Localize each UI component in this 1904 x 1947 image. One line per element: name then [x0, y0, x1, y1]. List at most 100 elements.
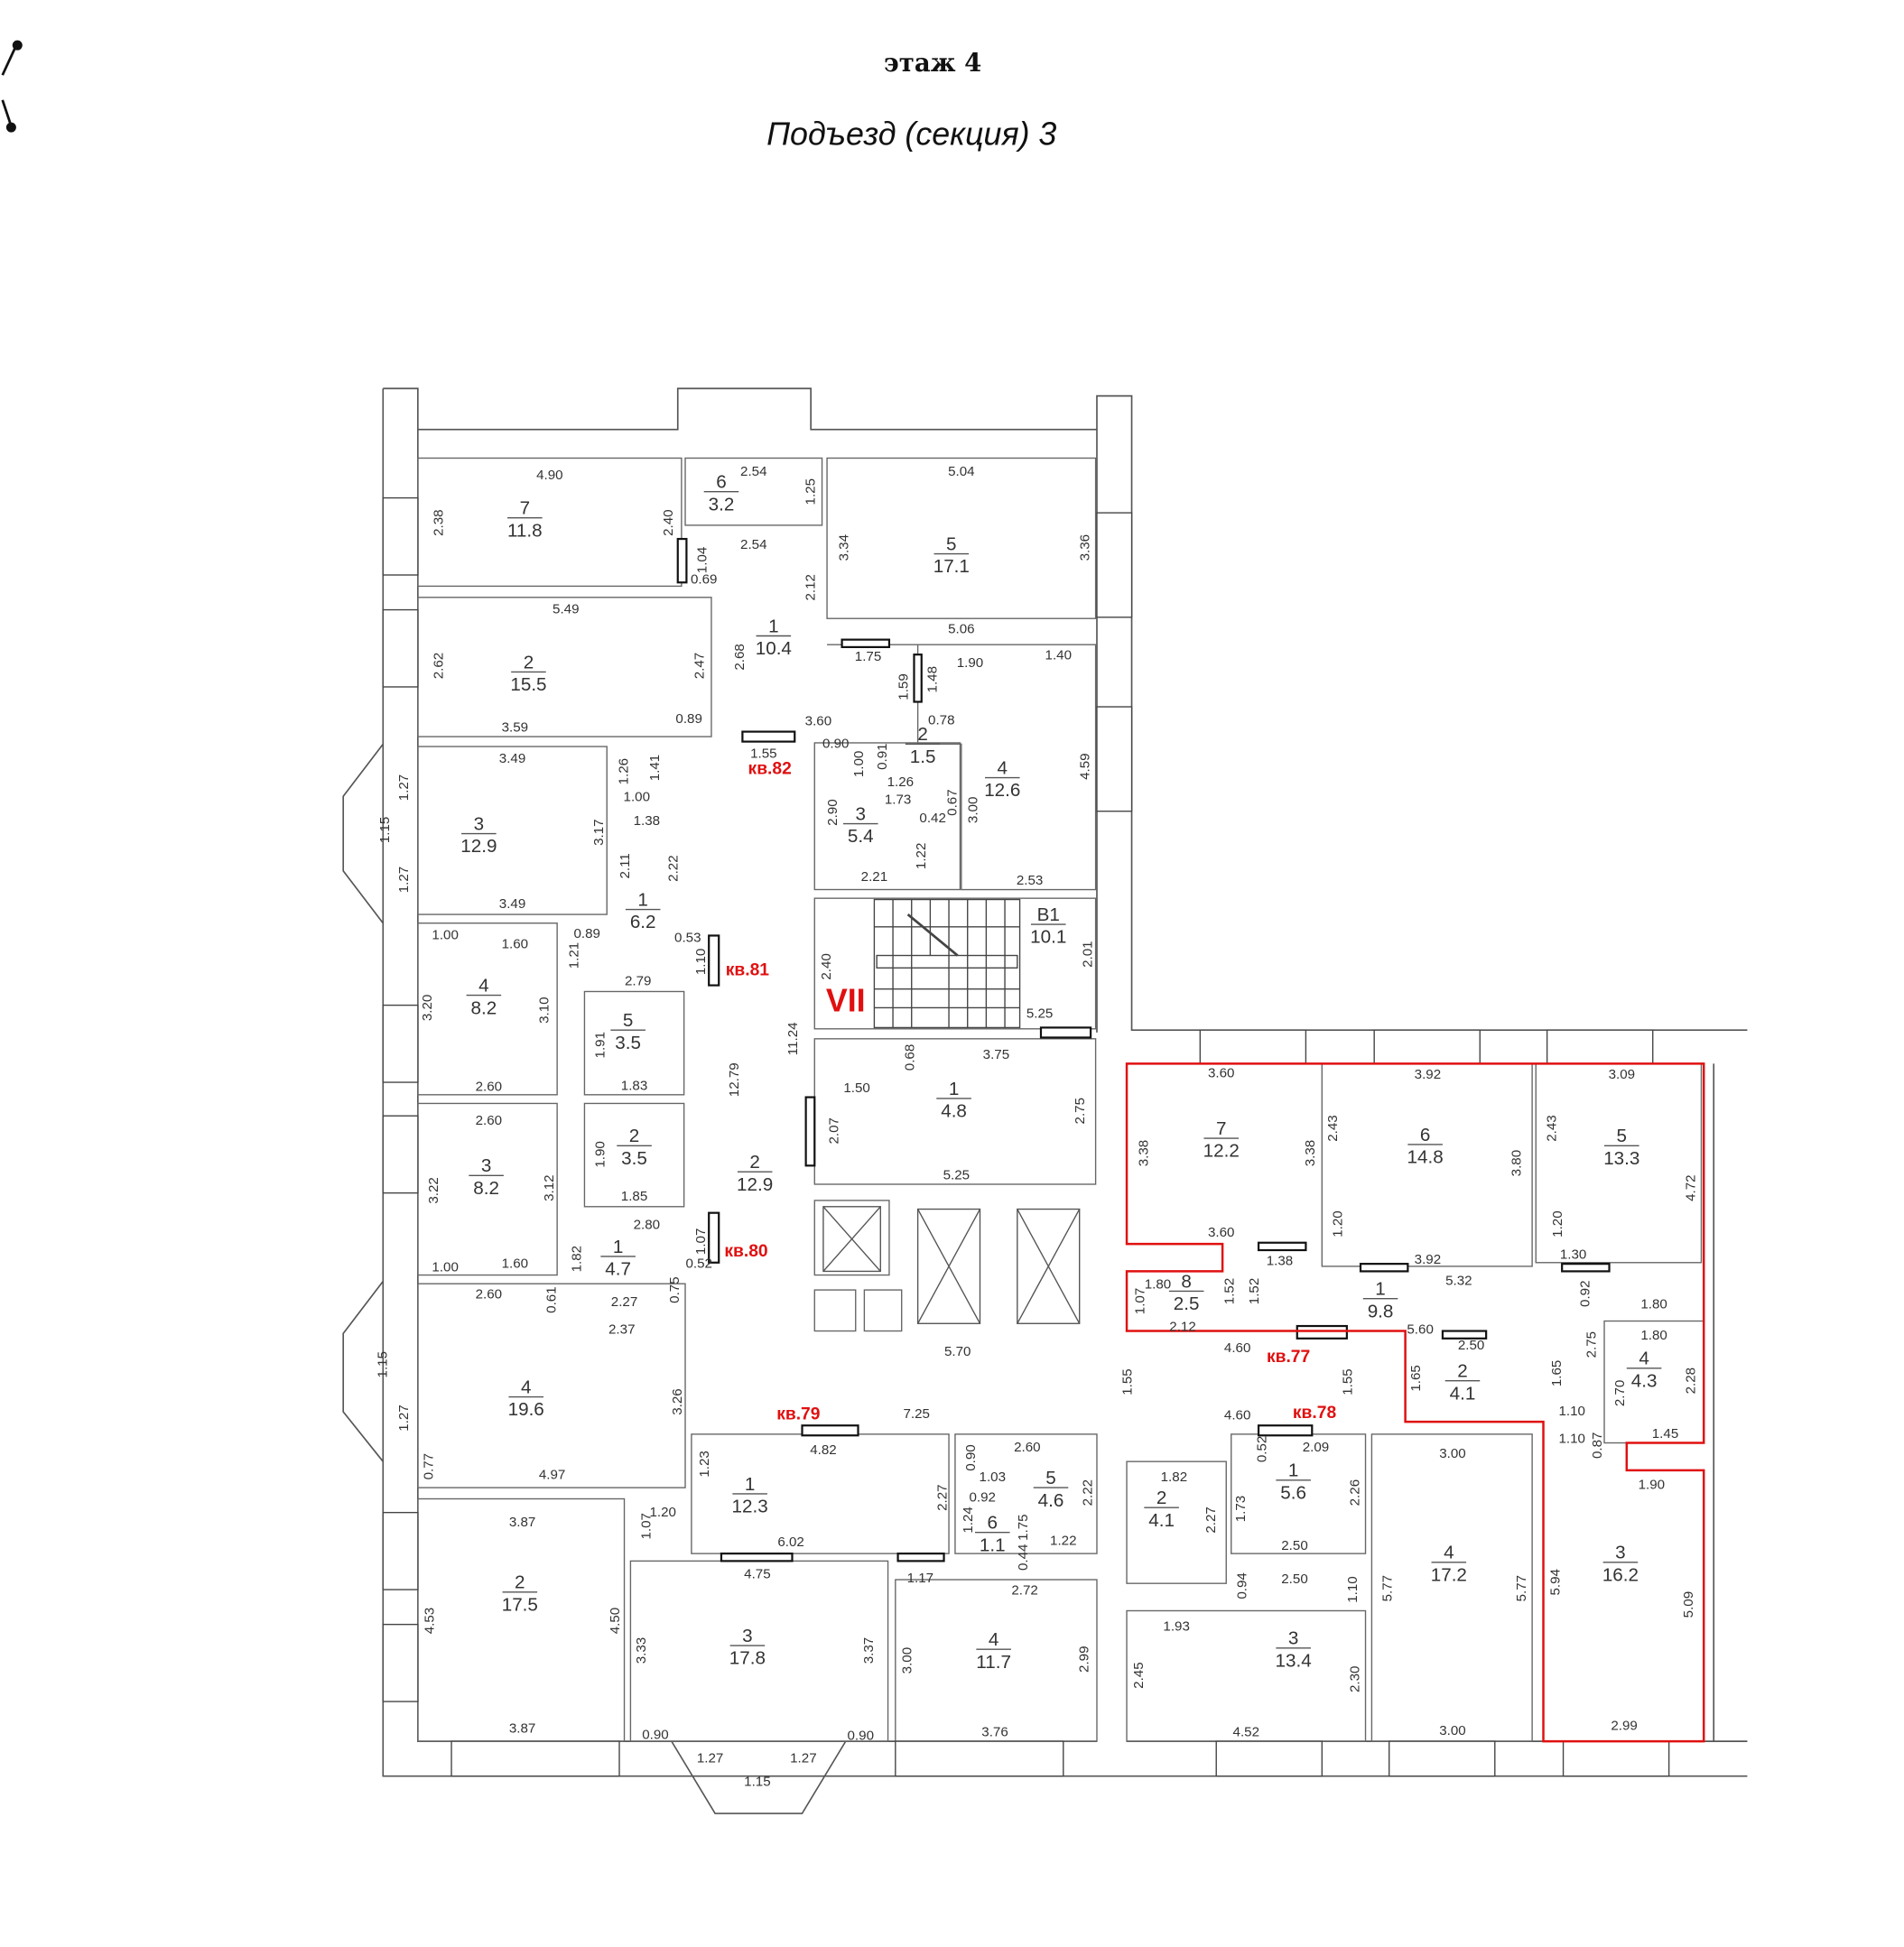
dimension-label: 1.20 [649, 1505, 675, 1520]
dimension-label: 3.33 [634, 1637, 649, 1664]
dimension-label: 3.87 [509, 1515, 535, 1530]
dimension-label: 1.52 [1247, 1278, 1262, 1304]
room-area: 12.3 [732, 1497, 768, 1517]
dimension-label: 2.90 [825, 799, 841, 825]
dimension-label: 2.27 [1203, 1507, 1219, 1533]
dimension-label: 1.07 [1132, 1288, 1147, 1314]
dimension-label: 2.75 [1073, 1098, 1088, 1124]
dimension-label: 3.92 [1415, 1067, 1441, 1082]
dimension-label: 12.79 [727, 1062, 742, 1097]
dimension-label: 3.38 [1303, 1140, 1318, 1166]
room-area: 5.4 [848, 826, 874, 847]
room-number: 3 [481, 1155, 492, 1176]
dimension-label: 3.26 [670, 1388, 685, 1414]
dimension-label: 1.00 [432, 928, 458, 943]
room-area: 9.8 [1368, 1301, 1394, 1321]
dimension-label: 4.60 [1224, 1340, 1250, 1356]
dimension-label: 1.38 [634, 813, 660, 829]
dimension-label: 4.90 [536, 468, 562, 483]
room-label: 21.5 [905, 724, 941, 767]
dimension-label: 2.38 [431, 509, 446, 535]
dimension-label: 0.68 [902, 1044, 917, 1071]
dimension-label: 1.90 [592, 1141, 608, 1167]
dimension-label: 4.82 [810, 1442, 836, 1458]
dimension-label: 0.92 [970, 1489, 996, 1505]
room-number: 2 [524, 652, 534, 672]
dimension-label: 0.91 [875, 743, 890, 769]
apartment-boundaries [1125, 1062, 1705, 1743]
dimension-label: 2.11 [618, 853, 633, 878]
dimension-label: 0.67 [944, 789, 960, 815]
room-label: 44.3 [1626, 1349, 1662, 1392]
dimension-label: 4.50 [608, 1608, 623, 1634]
dimension-label: 1.21 [567, 942, 582, 969]
room-label: 412.6 [984, 757, 1020, 801]
dimension-label: 2.21 [861, 869, 887, 885]
dimension-label: 0.90 [822, 736, 849, 751]
dimension-label: 0.53 [674, 930, 701, 945]
dimension-label: 2.70 [1612, 1380, 1628, 1406]
dimension-label: 0.69 [691, 572, 717, 588]
doors [676, 537, 1611, 1562]
room-label: 53.5 [610, 1010, 646, 1053]
dimension-label: 2.72 [1011, 1583, 1037, 1599]
room-number: 1 [745, 1474, 756, 1495]
room-number: 4 [478, 975, 489, 996]
room-label: 61.1 [974, 1513, 1010, 1555]
dimension-label: 1.90 [957, 655, 983, 671]
dimension-label: 1.60 [502, 936, 528, 951]
dimension-label: 2.60 [476, 1080, 502, 1095]
dimension-label: 1.27 [790, 1751, 816, 1766]
dimension-label: 1.60 [502, 1256, 528, 1271]
dimension-label: 2.80 [634, 1218, 660, 1233]
room-label: 614.8 [1407, 1125, 1444, 1168]
dimension-label: 1.55 [1340, 1368, 1355, 1395]
room-number: 5 [946, 533, 957, 554]
room-area: 19.6 [508, 1399, 544, 1420]
room-number: 3 [742, 1626, 753, 1646]
elevator-shafts [822, 1206, 1081, 1324]
room-number: 1 [949, 1079, 960, 1099]
room-number: 3 [1288, 1628, 1299, 1649]
dimension-label: 3.49 [499, 751, 525, 766]
dimension-label: 3.37 [861, 1637, 877, 1664]
dimension-label: 2.40 [661, 509, 676, 535]
room-area: 2.5 [1174, 1293, 1200, 1314]
dimension-label: 1.04 [694, 547, 710, 573]
room-area: 16.2 [1602, 1564, 1639, 1585]
dimension-label: 1.65 [1549, 1360, 1565, 1386]
dimension-label: 4.72 [1684, 1174, 1699, 1201]
dimension-label: 1.75 [855, 649, 881, 664]
dimension-label: 3.49 [499, 896, 525, 912]
dimension-label: 1.73 [885, 792, 911, 807]
room-number: 3 [1615, 1543, 1626, 1563]
dimension-label: 1.27 [396, 774, 412, 801]
room-area: 4.1 [1450, 1383, 1476, 1404]
room-label: 110.4 [756, 616, 792, 659]
dimension-label: 1.93 [1163, 1619, 1189, 1635]
apartment-label: кв.81 [726, 961, 770, 980]
room-area: 3.5 [621, 1148, 647, 1169]
room-label: 19.8 [1362, 1279, 1398, 1321]
room-area: 12.9 [460, 836, 497, 857]
room-area: 8.2 [471, 997, 497, 1018]
dimension-label: 1.24 [961, 1507, 976, 1533]
apartment-label: кв.77 [1267, 1348, 1310, 1367]
dimension-label: 0.52 [685, 1256, 711, 1271]
room-label: 35.4 [842, 803, 878, 847]
dimension-label: 5.70 [944, 1344, 971, 1359]
dimension-label: 0.94 [1234, 1572, 1249, 1599]
dimension-label: 0.75 [667, 1276, 683, 1303]
dimension-label: 3.00 [900, 1647, 915, 1673]
room-area: 17.2 [1431, 1564, 1467, 1585]
dimension-label: 2.22 [1080, 1479, 1095, 1506]
room-label: 517.1 [933, 533, 970, 577]
room-label: 212.9 [737, 1152, 773, 1195]
room-label: 48.2 [466, 975, 502, 1018]
room-area: 13.3 [1603, 1148, 1639, 1169]
dimension-label: 4.97 [539, 1467, 565, 1482]
dimension-label: 3.36 [1078, 534, 1093, 561]
dimension-label: 5.32 [1445, 1274, 1472, 1289]
dimension-label: 1.55 [1120, 1368, 1136, 1395]
